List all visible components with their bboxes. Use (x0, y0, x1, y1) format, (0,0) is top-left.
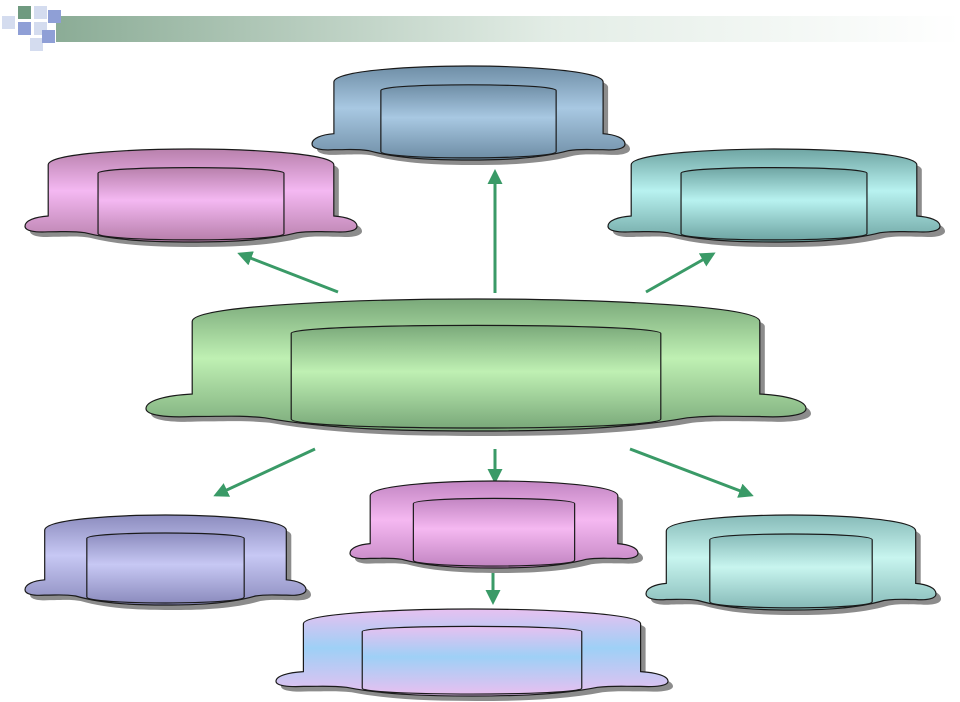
node-center (145, 298, 811, 436)
node-upper-right-panel (680, 167, 868, 241)
node-bottom-panel (361, 625, 583, 695)
node-top-panel (380, 84, 557, 159)
node-upper-right (607, 148, 945, 247)
node-lower-left-panel (86, 532, 245, 604)
node-upper-left (24, 148, 362, 247)
corner-squares-logo (2, 6, 61, 51)
header-band (56, 16, 960, 42)
arrow-to-lower-left (213, 447, 316, 497)
node-bottom (275, 608, 673, 701)
arrow-to-upper-right (645, 252, 716, 294)
node-lower-right-panel (709, 533, 873, 609)
node-upper-left-panel (97, 167, 285, 241)
node-center-panel (290, 324, 662, 429)
node-lower-right (645, 514, 941, 615)
node-top (311, 65, 630, 165)
arrow-to-upper-left (237, 251, 339, 294)
node-lower-left (24, 514, 311, 610)
node-lower-middle-panel (412, 497, 576, 567)
node-lower-middle (349, 480, 643, 573)
arrow-to-lower-right (629, 447, 754, 498)
